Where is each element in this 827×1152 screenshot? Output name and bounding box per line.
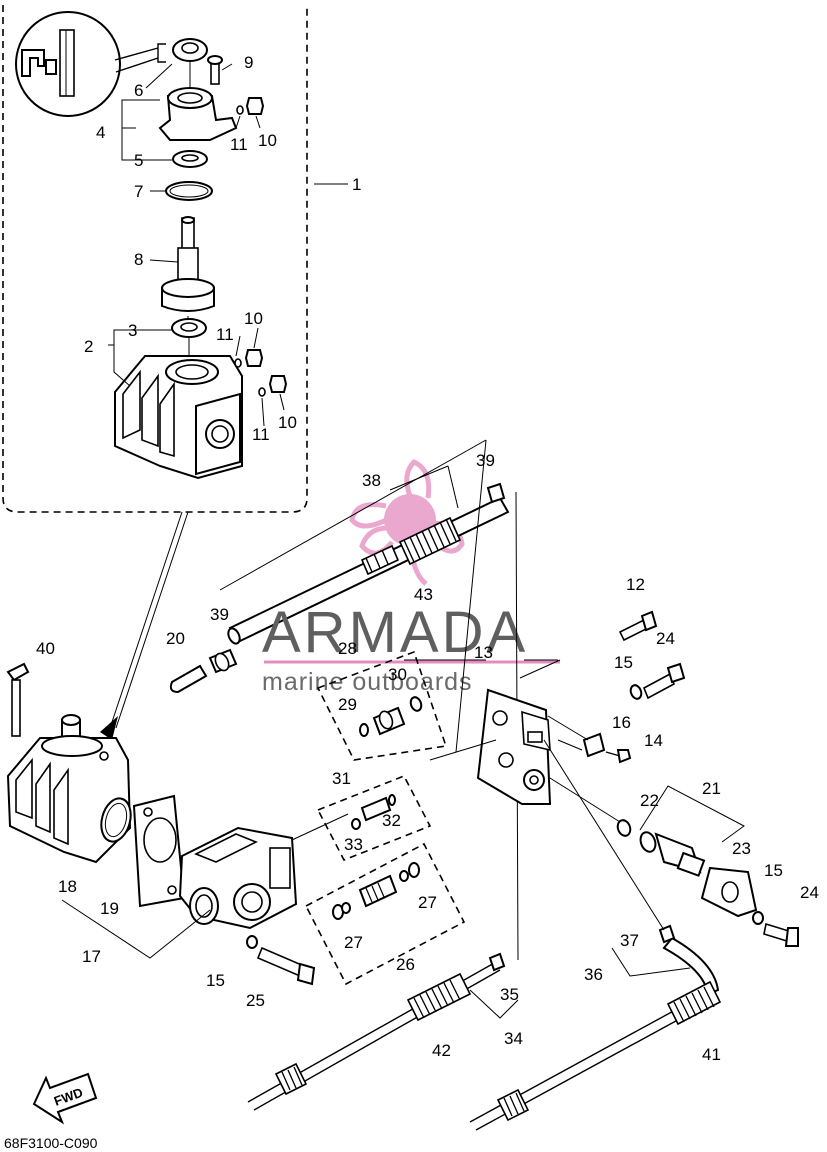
callout-14: 14 — [644, 731, 663, 750]
callout-1: 1 — [352, 175, 361, 194]
callout-20: 20 — [166, 629, 185, 648]
fwd-arrow-icon: FWD — [32, 1072, 98, 1125]
callout-39b: 39 — [210, 605, 229, 624]
detent-parts — [291, 650, 497, 986]
callout-8: 8 — [134, 250, 143, 269]
callout-11a: 11 — [230, 135, 248, 154]
callout-15a: 15 — [614, 653, 633, 672]
callout-17: 17 — [82, 947, 101, 966]
callout-33: 33 — [344, 835, 363, 854]
drive-shaft-gear — [161, 216, 215, 322]
seal-detail-magnifier — [15, 11, 166, 117]
callout-10b: 10 — [244, 309, 263, 328]
callout-28: 28 — [338, 639, 357, 658]
lower-housing-assembly — [114, 318, 288, 480]
callout-26: 26 — [396, 955, 415, 974]
callout-42: 42 — [432, 1041, 451, 1060]
callout-5: 5 — [134, 151, 143, 170]
shift-bracket — [476, 688, 552, 805]
callout-31: 31 — [332, 769, 351, 788]
callout-29: 29 — [338, 695, 357, 714]
callout-36: 36 — [584, 965, 603, 984]
assembly-box — [2, 5, 308, 740]
callout-16: 16 — [612, 713, 631, 732]
upper-housing-parts — [158, 38, 265, 201]
callout-11b: 11 — [216, 325, 234, 344]
callout-34: 34 — [504, 1029, 523, 1048]
callout-12: 12 — [626, 575, 645, 594]
watermark: ARMADA marine outboards — [262, 600, 560, 696]
callout-2: 2 — [84, 337, 93, 356]
callout-labels: 1 2 3 4 5 6 7 8 9 10 10 10 11 11 11 12 1… — [36, 53, 819, 1064]
callout-23: 23 — [732, 839, 751, 858]
callout-24a: 24 — [656, 629, 675, 648]
callout-4: 4 — [96, 123, 105, 142]
callout-7: 7 — [134, 182, 143, 201]
callout-43: 43 — [414, 585, 433, 604]
neutral-switch-assembly — [549, 777, 799, 947]
callout-6: 6 — [134, 81, 143, 100]
callout-13: 13 — [474, 643, 493, 662]
callout-27a: 27 — [344, 933, 363, 952]
pointer-arrowhead — [100, 716, 118, 740]
diagram-code: 68F3100-C090 — [4, 1135, 98, 1151]
callout-30: 30 — [388, 665, 407, 684]
callout-19: 19 — [100, 899, 119, 918]
lower-shift-cable-42 — [247, 952, 519, 1111]
upper-shift-cable — [169, 482, 510, 694]
callout-15c: 15 — [206, 971, 225, 990]
callout-10c: 10 — [278, 413, 297, 432]
callout-11c: 11 — [252, 425, 270, 444]
callout-18: 18 — [58, 877, 77, 896]
watermark-brand: ARMADA — [262, 600, 528, 665]
callout-38: 38 — [362, 471, 381, 490]
callout-24b: 24 — [800, 883, 819, 902]
watermark-tagline: marine outboards — [262, 668, 473, 696]
lower-cylinder-housing — [6, 662, 316, 986]
callout-37: 37 — [620, 931, 639, 950]
callout-10a: 10 — [258, 131, 277, 150]
callout-39a: 39 — [476, 451, 495, 470]
callout-15b: 15 — [764, 861, 783, 880]
callout-9: 9 — [244, 53, 253, 72]
bracket-fasteners — [547, 610, 686, 764]
callout-3: 3 — [128, 321, 137, 340]
callout-40: 40 — [36, 639, 55, 658]
top-leaders — [108, 63, 348, 427]
callout-41: 41 — [702, 1045, 721, 1064]
lower-shift-cable-41 — [469, 739, 722, 1131]
callout-35: 35 — [500, 985, 519, 1004]
callout-27b: 27 — [418, 893, 437, 912]
callout-32: 32 — [382, 811, 401, 830]
callout-22: 22 — [640, 791, 659, 810]
callout-25: 25 — [246, 991, 265, 1010]
callout-21: 21 — [702, 779, 721, 798]
